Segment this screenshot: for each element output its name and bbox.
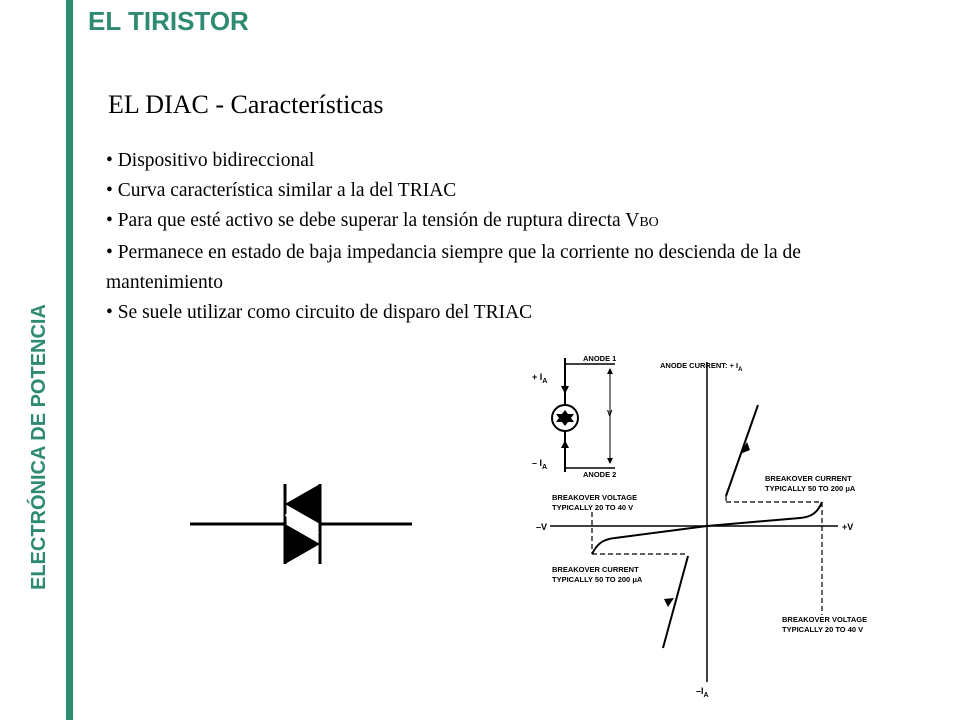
minus-ia-axis-label: –IA: [696, 686, 709, 699]
voltage-label: V: [607, 409, 613, 418]
slide-title: EL DIAC - Características: [108, 90, 384, 119]
iv-curve-reverse: [591, 525, 708, 555]
breakover-voltage-right-label: BREAKOVER VOLTAGE TYPICALLY 20 TO 40 V: [782, 615, 869, 634]
diac-triangle-lower: [285, 524, 320, 564]
bullet-list: • Dispositivo bidireccional • Curva cara…: [106, 146, 906, 328]
minus-v-label: –V: [536, 522, 547, 532]
bullet-item: • Dispositivo bidireccional: [106, 150, 315, 171]
inset-arrow-down: [561, 386, 569, 394]
voltage-arrow-bottom: [607, 458, 613, 464]
inset-triangle-down: [556, 414, 574, 426]
sidebar-label: ELECTRÓNICA DE POTENCIA: [28, 304, 50, 590]
anode1-label: ANODE 1: [583, 354, 616, 363]
voltage-arrow-top: [607, 368, 613, 374]
minus-ia-label: – IA: [532, 458, 547, 471]
anode-current-label: ANODE CURRENT: + IA: [660, 361, 743, 373]
bullet-item: • Curva característica similar a la del …: [106, 180, 457, 201]
diac-slash: [284, 512, 320, 536]
breakover-current-top-label: BREAKOVER CURRENT TYPICALLY 50 TO 200 μA: [765, 474, 856, 493]
anode2-label: ANODE 2: [583, 470, 616, 479]
breakover-current-bottom-label: BREAKOVER CURRENT TYPICALLY 50 TO 200 μA: [552, 565, 643, 584]
iv-curve-forward: [706, 501, 823, 527]
plus-ia-label: + IA: [532, 372, 547, 385]
bullet-item: • Se suele utilizar como circuito de dis…: [106, 302, 533, 323]
diac-symbol: [190, 484, 412, 564]
reverse-negative-resistance-line: [662, 555, 689, 649]
reverse-arrow: [664, 598, 674, 607]
forward-negative-resistance-line: [725, 404, 759, 497]
breakover-voltage-left-label: BREAKOVER VOLTAGE TYPICALLY 20 TO 40 V: [552, 493, 639, 512]
forward-arrow: [740, 442, 750, 454]
inset-arrow-up: [561, 440, 569, 448]
plus-v-label: +V: [842, 522, 853, 532]
diac-iv-characteristic: ANODE 1 ANODE 2 + IA – IA V ANODE CURREN…: [532, 354, 869, 699]
diac-triangle-upper: [285, 484, 320, 524]
bullet-item: • Permanece en estado de baja impedancia…: [106, 242, 801, 293]
vbo-subscript: BO: [639, 215, 659, 230]
sidebar-accent-bar: [66, 0, 73, 720]
bullet-item: • Para que esté activo se debe superar l…: [106, 210, 659, 231]
header-title: EL TIRISTOR: [88, 6, 249, 36]
